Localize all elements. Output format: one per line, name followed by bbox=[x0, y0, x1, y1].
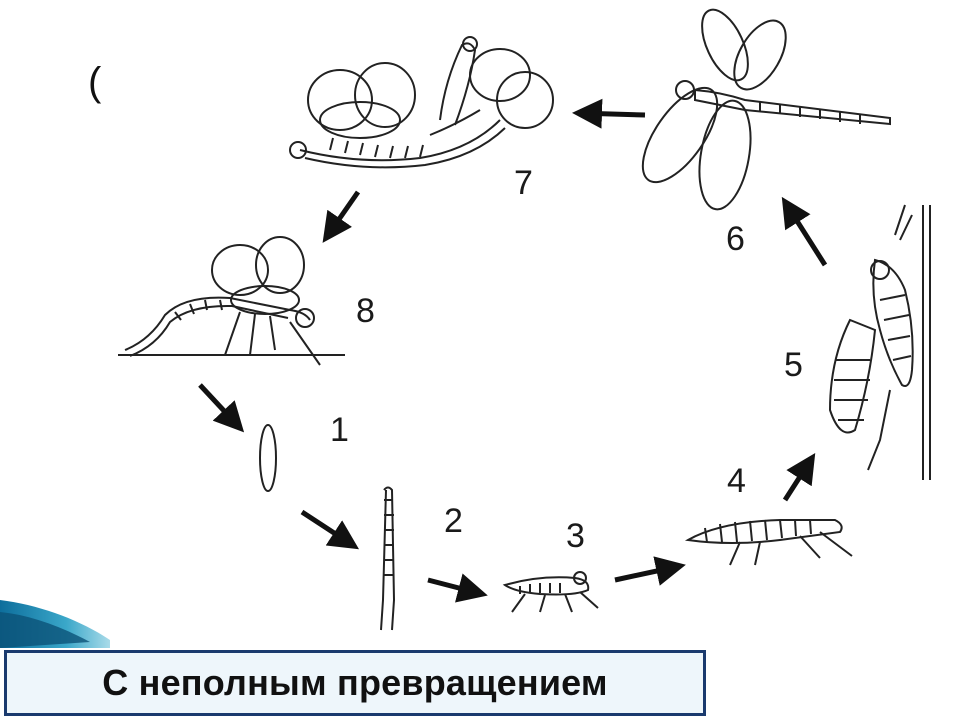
stage-2-young-larva-illustration bbox=[380, 486, 396, 631]
stage-label-1: 1 bbox=[330, 411, 349, 449]
arrow-7-to-8 bbox=[322, 190, 361, 243]
arrow-5-to-6 bbox=[781, 196, 828, 267]
stage-label-4: 4 bbox=[727, 462, 746, 500]
stage-label-7: 7 bbox=[514, 164, 533, 202]
arrow-2-to-3 bbox=[427, 573, 488, 603]
arrow-8-to-1 bbox=[198, 383, 245, 433]
stage-label-8: 8 bbox=[356, 292, 375, 330]
arrow-4-to-5 bbox=[782, 452, 816, 502]
cycle-arrows bbox=[198, 98, 828, 603]
stage-label-2: 2 bbox=[444, 502, 463, 540]
stage-5-emerging-adult-illustration bbox=[828, 204, 931, 480]
stage-6-adult-dragonfly-illustration bbox=[641, 8, 891, 211]
stage-label-6: 6 bbox=[726, 220, 745, 258]
stage-label-5: 5 bbox=[784, 346, 803, 384]
slide-swoosh-decoration-dark bbox=[0, 612, 90, 648]
arrow-6-to-7 bbox=[572, 98, 646, 129]
caption-text: С неполным превращением bbox=[102, 662, 608, 703]
stage-8-egg-laying-dragonfly-illustration bbox=[118, 236, 345, 366]
caption-box: С неполным превращением bbox=[4, 650, 706, 716]
stage-4-nymph-illustration bbox=[684, 519, 853, 566]
partial-title-glyph: ( bbox=[88, 60, 102, 104]
stage-7-mating-pair-illustration bbox=[289, 36, 554, 169]
arrow-3-to-4 bbox=[614, 556, 686, 586]
arrow-1-to-2 bbox=[300, 509, 360, 550]
stage-1-egg-illustration bbox=[259, 424, 277, 492]
stage-3-small-nymph-illustration bbox=[502, 571, 599, 613]
stage-label-3: 3 bbox=[566, 517, 585, 555]
